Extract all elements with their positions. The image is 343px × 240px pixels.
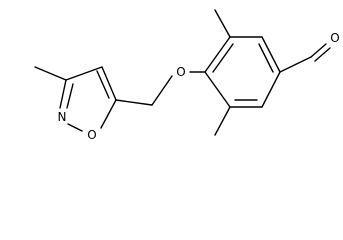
bond-ether-o-to-ch2 xyxy=(151,75,173,106)
bond-ring-to-aldehyde-carbon xyxy=(279,56,312,73)
isoxazole-ring xyxy=(59,66,117,132)
bond-c4-c5 xyxy=(261,71,281,108)
methyl-bond-isoxazole xyxy=(34,66,67,81)
bond-c3-n-isox xyxy=(59,79,67,109)
methyl-bond-bottom xyxy=(214,106,231,136)
chemical-structure: O O N O xyxy=(34,9,340,142)
atom-oxygen-aldehyde: O xyxy=(330,31,339,45)
aldehyde-double-bond-a xyxy=(310,43,327,58)
aldehyde-double-bond-b xyxy=(314,47,331,62)
bond-c3-c4 xyxy=(261,36,281,73)
double-bond-c1-c2 xyxy=(212,43,234,73)
bond-c1-c2 xyxy=(204,36,231,73)
atom-oxygen-isoxazole: O xyxy=(87,128,96,142)
double-bond-c3-n-isox xyxy=(66,83,74,109)
bond-ch2-to-isoxazole xyxy=(115,99,153,106)
atom-nitrogen-isoxazole: N xyxy=(58,110,67,124)
benzene-ring xyxy=(204,36,281,108)
bond-c6-c1 xyxy=(204,71,231,108)
double-bond-c3-c4 xyxy=(258,43,274,73)
bond-o-c5-isox xyxy=(100,99,117,129)
bond-c4-c3-isox xyxy=(65,66,103,81)
bond-n-o-isox xyxy=(67,123,83,132)
atom-oxygen-ether: O xyxy=(176,65,185,79)
bond-c5-c4-isox xyxy=(101,66,117,101)
methyl-bond-top xyxy=(214,9,231,38)
double-bond-c5-c4-isox xyxy=(96,70,110,99)
